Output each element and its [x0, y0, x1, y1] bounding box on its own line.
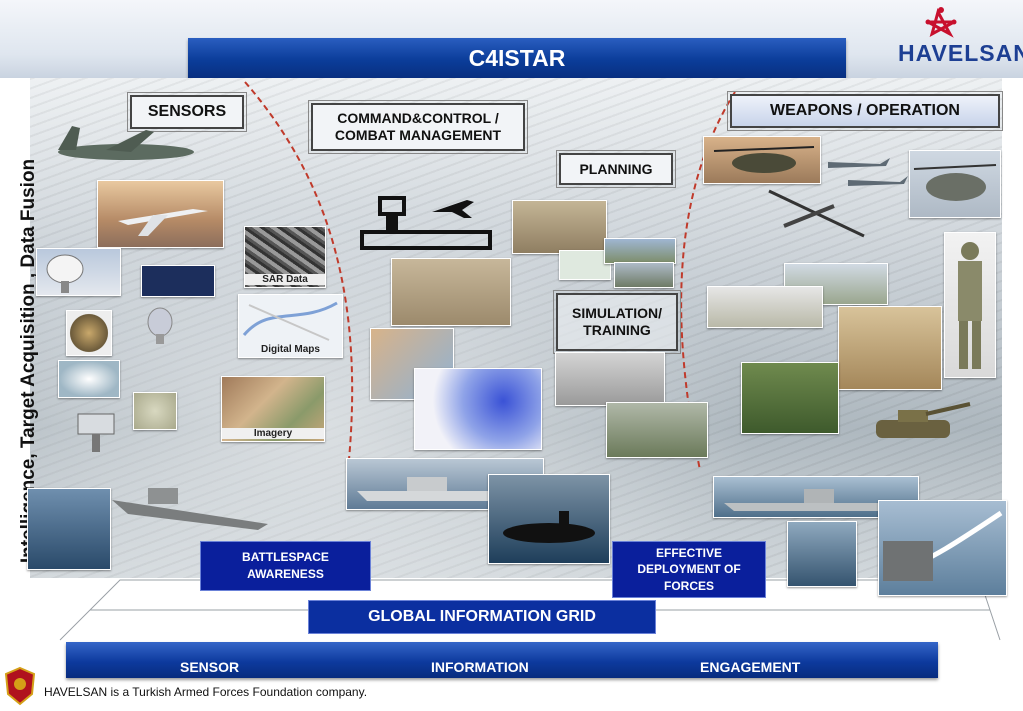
sim-line1: SIMULATION/: [572, 305, 662, 322]
corvette-image: [108, 470, 274, 534]
c2-line1: COMMAND&CONTROL /: [337, 110, 499, 127]
sam-vehicle-image: [838, 306, 942, 390]
battlespace-awareness-box: BATTLESPACE AWARENESS: [200, 541, 371, 591]
bottom-information-label: INFORMATION: [431, 659, 529, 675]
armored-vehicle-image: [707, 286, 823, 328]
battlespace-line2: AWARENESS: [247, 567, 324, 581]
global-information-grid-box: GLOBAL INFORMATION GRID: [308, 600, 656, 634]
radar-dish-image: [36, 248, 121, 296]
simulator-room-image: [555, 352, 665, 406]
coverage-map-image: [414, 368, 542, 450]
aew-aircraft-image: [97, 180, 224, 248]
effective-deployment-box: EFFECTIVE DEPLOYMENT OF FORCES: [612, 541, 766, 598]
battlespace-line1: BATTLESPACE: [242, 549, 329, 564]
sensors-label: SENSORS: [127, 92, 247, 132]
infantry-image: [741, 362, 839, 434]
command-center-image: [391, 258, 511, 326]
submarine-launch-image: [787, 521, 857, 587]
attack-helicopter-image: [909, 150, 1001, 218]
ground-radar-image: [72, 410, 122, 456]
havelsan-logo: HAVELSAN: [898, 4, 1023, 70]
simulation-training-label: SIMULATION/ TRAINING: [553, 290, 681, 354]
weapons-operation-label: WEAPONS / OPERATION: [727, 91, 1003, 131]
sar-data-image: SAR Data: [244, 226, 326, 288]
effective-line2: DEPLOYMENT OF: [637, 562, 741, 577]
satellite-dish-image: [140, 306, 180, 346]
bottom-engagement-label: ENGAGEMENT: [700, 659, 801, 675]
dome-sensor-image: [58, 360, 120, 398]
gimbal-camera-image: [66, 310, 112, 356]
fighter-jets-image: [820, 150, 910, 192]
turret-sensor-image: [133, 392, 177, 430]
maps-caption: Digital Maps: [261, 344, 320, 355]
star-swoosh-icon: [925, 7, 957, 38]
c2-line2: COMBAT MANAGEMENT: [334, 127, 502, 143]
planning-room-image: [512, 200, 607, 254]
footer-text: HAVELSAN is a Turkish Armed Forces Found…: [44, 685, 368, 699]
submarine-surface-image: [27, 488, 111, 570]
sar-caption: SAR Data: [245, 274, 325, 285]
sim-line2: TRAINING: [583, 322, 651, 338]
effective-line3: FORCES: [663, 578, 714, 593]
transport-aircraft-image: [36, 120, 200, 170]
tank-image: [868, 398, 972, 446]
tskgv-emblem-icon: [4, 666, 36, 706]
digital-maps-image: Digital Maps: [238, 294, 343, 358]
uav-image: [764, 186, 874, 246]
command-control-label: COMMAND&CONTROL / COMBAT MANAGEMENT: [308, 100, 528, 154]
bottom-bar: SENSOR INFORMATION ENGAGEMENT: [66, 642, 938, 678]
imagery-image: Imagery: [221, 376, 325, 442]
page-title: C4ISTAR: [188, 38, 846, 78]
logo-wordmark: HAVELSAN: [898, 40, 1023, 66]
ship-missile-launch-image: [878, 500, 1007, 596]
tank-simulator-image: [606, 402, 708, 458]
submarine-image: [488, 474, 610, 564]
imagery-caption: Imagery: [222, 428, 324, 439]
control-tower-icon: [352, 192, 492, 252]
helicopter-image: [703, 136, 821, 184]
bottom-sensor-label: SENSOR: [180, 659, 240, 675]
planning-vehicle-image: [614, 262, 674, 288]
planning-screen-image: [559, 250, 611, 280]
planning-terrain-image: [604, 238, 676, 264]
effective-line1: EFFECTIVE: [655, 546, 722, 561]
planning-label: PLANNING: [556, 150, 676, 188]
sensor-electronics-image: [141, 265, 215, 297]
soldier-image: [944, 232, 996, 378]
